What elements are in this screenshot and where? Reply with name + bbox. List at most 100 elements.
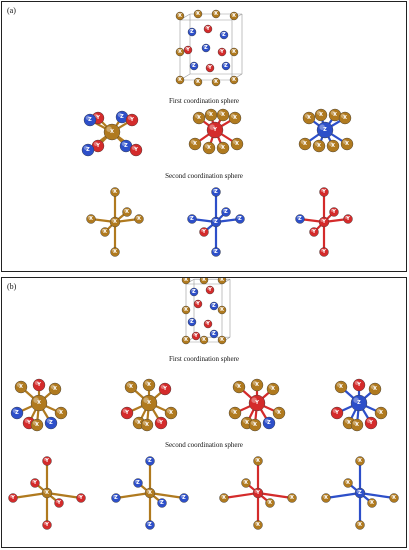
atom-highlight [230,408,235,413]
atom-label-y: Y [185,47,190,53]
atom-label-z: Z [192,63,196,69]
atom-label-x: X [347,420,351,426]
atom-label-x: X [220,278,224,283]
atom-y [352,378,366,392]
atom-label-x: X [232,77,236,83]
atom-label-z: Z [267,420,271,426]
atom-label-z: Z [212,303,216,309]
bond [46,491,82,500]
atom-highlight [121,141,126,146]
atom-highlight [234,382,239,387]
atom-label-x: X [184,307,188,313]
atom-label-z: Z [323,127,327,133]
atom-highlight [356,489,360,493]
atom-x [110,187,120,197]
atom-x [193,9,203,19]
atom-x [253,456,263,466]
atom-label-z: Z [190,216,194,222]
atom-highlight [83,145,88,150]
atom-highlight [254,521,258,525]
atom-x [287,493,297,503]
atom-x [350,418,364,432]
atom-z [354,487,366,499]
atom-highlight [134,418,139,423]
atom-y [318,216,330,228]
atom-label-z: Z [190,319,194,325]
atom-highlight [366,418,371,423]
atom-label-y: Y [201,229,206,235]
atom-x [211,77,221,87]
atom-x [122,207,132,217]
atom-x [30,418,44,432]
atom-highlight [112,494,117,498]
atom-x [343,478,353,488]
atom-highlight [156,418,161,423]
atom-x [109,216,121,228]
atom-label-x: X [346,480,350,486]
atom-y [193,299,203,309]
atom-label-z: Z [238,216,242,222]
atom-highlight [236,215,240,219]
atom-highlight [219,337,223,340]
panel-b-second-sphere-caption: Second coordination sphere [165,441,243,449]
atom-y [158,382,172,396]
atom-label-x: X [220,307,224,313]
atom-label-y: Y [26,420,31,426]
atom-z [189,61,199,71]
atom-highlight [203,45,207,48]
atom-x [368,382,382,396]
atom-x [175,75,185,85]
atom-z [210,216,222,228]
atom-highlight [185,47,189,50]
panel-a-second-sphere-caption: Second coordination sphere [165,172,243,180]
atom-highlight [264,418,269,423]
atom-label-y: Y [207,65,212,71]
atom-label-z: Z [86,147,90,153]
atom-label-y: Y [158,420,163,426]
atom-y [42,520,52,530]
atom-label-x: X [221,145,225,151]
atom-label-x: X [245,420,249,426]
atom-label-z: Z [120,114,124,120]
atom-label-y: Y [162,386,167,392]
atom-x [54,406,68,420]
atom-label-y: Y [124,410,129,416]
atom-label-x: X [113,189,117,195]
atom-label-x: X [148,490,152,496]
atom-label-x: X [343,115,347,121]
atom-highlight [209,124,215,130]
atom-label-y: Y [78,495,83,501]
atom-y [203,319,213,329]
panel-a: (a) First coordination sphere Second coo… [1,1,407,272]
atom-z [187,214,197,224]
atom-highlight [77,494,82,498]
atom-label-z: Z [88,117,92,123]
atom-x [175,47,185,57]
atom-label-x: X [256,522,260,528]
atom-y [205,285,215,295]
atom-x [134,214,144,224]
atom-highlight [254,489,258,493]
atom-highlight [191,63,195,66]
atom-highlight [300,139,305,144]
atom-x [110,247,120,257]
atom-label-x: X [392,495,396,501]
atom-highlight [211,331,215,334]
atom-x [272,406,286,420]
atom-highlight [117,112,122,117]
atom-x [103,123,121,141]
atom-x [217,335,227,345]
atom-highlight [274,408,279,413]
atom-label-y: Y [56,500,61,506]
atom-z [221,207,231,217]
atom-highlight [111,188,116,192]
atom-highlight [201,278,204,280]
atom-highlight [207,65,211,68]
atom-label-y: Y [207,287,212,293]
atom-label-z: Z [224,63,228,69]
atom-highlight [251,397,257,403]
atom-highlight [200,228,204,232]
atom-label-x: X [196,79,200,85]
atom-highlight [212,188,216,192]
atom-label-x: X [255,382,259,388]
